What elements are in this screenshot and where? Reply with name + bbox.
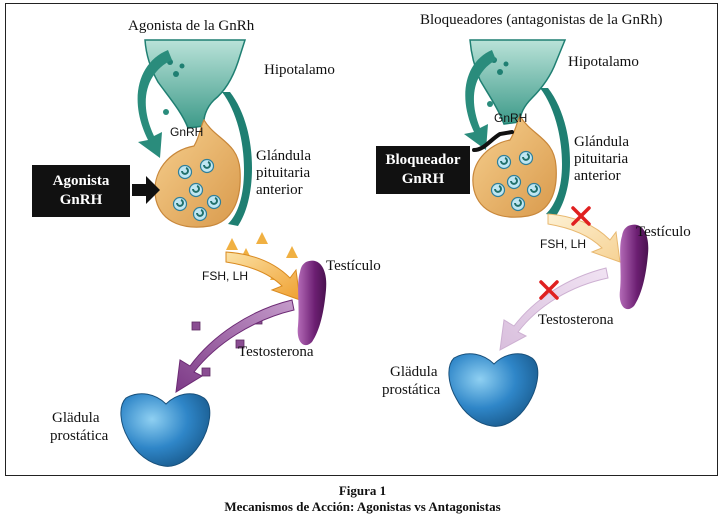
right-pituitary-label-2: pituitaria	[574, 151, 629, 167]
left-hormones-label: FSH, LH	[202, 269, 249, 283]
right-testosterone-label: Testosterona	[538, 312, 614, 328]
figure-subtitle: Mecanismos de Acción: Agonistas vs Antag…	[224, 499, 501, 514]
left-pituitary	[154, 92, 252, 228]
right-blocker-connector	[472, 130, 514, 152]
left-pituitary-label-3: anterior	[256, 182, 303, 198]
right-hypothalamus-label: Hipotalamo	[568, 54, 639, 70]
left-prostate	[120, 393, 211, 467]
left-prostate-label-1: Glädula	[52, 410, 100, 426]
right-prostate-label-2: prostática	[382, 382, 441, 398]
left-testis-label: Testículo	[326, 258, 381, 274]
left-prostate-label-2: prostática	[50, 428, 109, 444]
right-blocker-line-1: Bloqueador	[385, 152, 461, 168]
right-pituitary	[472, 88, 570, 218]
right-testis-label: Testículo	[636, 224, 691, 240]
right-gnrh-label: GnRH	[494, 111, 528, 125]
figure-frame	[5, 3, 718, 476]
right-blocker-line-2: GnRH	[401, 171, 445, 187]
right-gnrh-arrow	[464, 50, 496, 150]
left-agonist-line-2: GnRH	[59, 192, 103, 208]
left-gnrh-arrow	[137, 50, 172, 158]
right-prostate	[448, 353, 539, 427]
left-hypothalamus-label: Hipotalamo	[264, 62, 335, 78]
left-testis	[297, 260, 327, 346]
left-pituitary-label-2: pituitaria	[256, 165, 311, 181]
right-red-x-icon-testosterone	[539, 280, 559, 300]
right-red-x-icon-hormone	[571, 206, 591, 226]
left-black-arrow-icon	[132, 176, 160, 204]
right-testosterone-arrow	[499, 267, 609, 351]
figure-number: Figura 1	[338, 483, 387, 498]
right-prostate-label-1: Glädula	[390, 364, 438, 380]
left-panel-title: Agonista de la GnRh	[128, 18, 255, 34]
left-gnrh-label: GnRH	[170, 125, 204, 139]
left-pituitary-label-1: Glándula	[256, 148, 311, 164]
right-pituitary-label-1: Glándula	[574, 134, 629, 150]
left-testosterone-arrow	[175, 299, 295, 393]
right-hormones-label: FSH, LH	[540, 237, 587, 251]
left-agonist-box: Agonista GnRH	[32, 165, 130, 217]
right-blocker-box: Bloqueador GnRH	[376, 146, 470, 194]
left-hypothalamus	[144, 39, 247, 129]
right-panel-title: Bloqueadores (antagonistas de la GnRh)	[420, 12, 663, 28]
right-pituitary-label-3: anterior	[574, 168, 621, 184]
left-testosterone-label: Testosterona	[238, 344, 314, 360]
left-agonist-line-1: Agonista	[52, 173, 110, 189]
right-testis	[619, 224, 649, 310]
